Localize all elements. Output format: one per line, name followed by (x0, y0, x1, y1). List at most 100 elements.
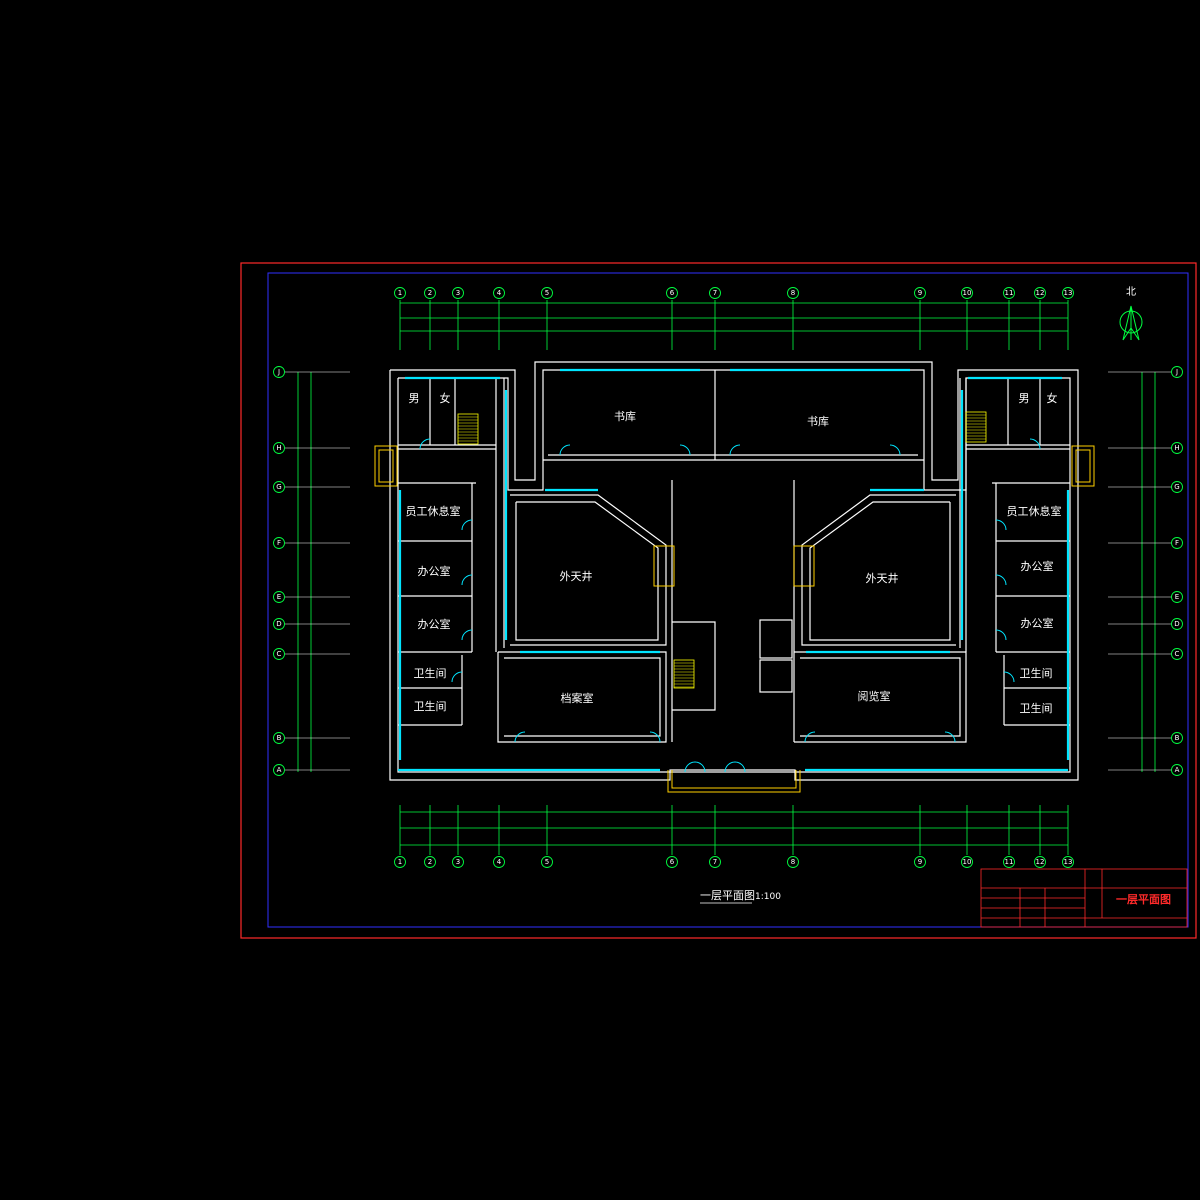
axis-bubble-col-13: 13 (1062, 856, 1074, 868)
room-staff-rest-left: 员工休息室 (406, 504, 461, 518)
axis-bubble-row-A: A (1171, 764, 1183, 776)
room-office-left-1: 办公室 (418, 564, 451, 578)
left-dimension-lines (297, 372, 312, 772)
axis-bubble-col-10: 10 (961, 856, 973, 868)
axis-bubble-col-5: 5 (541, 287, 553, 299)
axis-bubble-col-7: 7 (709, 287, 721, 299)
axis-bubble-col-9: 9 (914, 856, 926, 868)
svg-text:E: E (1175, 593, 1179, 601)
axis-bubble-col-1: 1 (394, 856, 406, 868)
svg-text:7: 7 (713, 289, 717, 297)
north-arrow-icon (1119, 305, 1143, 341)
room-women-right: 女 (1047, 391, 1058, 405)
axis-bubble-row-H: H (1171, 442, 1183, 454)
svg-text:12: 12 (1036, 858, 1045, 866)
svg-text:E: E (277, 593, 281, 601)
sheet-inner-border (267, 272, 1189, 928)
stair-steps (458, 414, 986, 688)
room-office-right-2: 办公室 (1021, 616, 1054, 630)
svg-text:H: H (276, 444, 281, 452)
room-office-right-1: 办公室 (1021, 559, 1054, 573)
svg-text:J: J (277, 368, 280, 376)
axis-bubble-col-5: 5 (541, 856, 553, 868)
room-wc-left-1: 卫生间 (414, 666, 447, 680)
room-wc-right-1: 卫生间 (1020, 666, 1053, 680)
axis-bubble-col-13: 13 (1062, 287, 1074, 299)
axis-bubble-col-10: 10 (961, 287, 973, 299)
svg-text:A: A (1175, 766, 1180, 774)
axis-bubble-col-9: 9 (914, 287, 926, 299)
axis-bubble-row-F: F (1171, 537, 1183, 549)
room-men-right: 男 (1019, 392, 1030, 405)
bottom-dimension-ticks (399, 805, 1069, 855)
axis-bubble-row-H: H (273, 442, 285, 454)
axis-bubble-row-G: G (273, 481, 285, 493)
axis-bubble-col-3: 3 (452, 856, 464, 868)
axis-bubble-col-8: 8 (787, 287, 799, 299)
right-dimension-lines (1141, 372, 1156, 772)
row-axis-bubbles-left: A B C D E F G H J (273, 366, 285, 776)
svg-text:2: 2 (428, 289, 432, 297)
room-wc-left-2: 卫生间 (414, 699, 447, 713)
axis-bubble-row-B: B (1171, 732, 1183, 744)
svg-text:10: 10 (963, 289, 972, 297)
svg-text:3: 3 (456, 858, 460, 866)
axis-bubble-row-J: J (1171, 366, 1183, 378)
axis-bubble-row-F: F (273, 537, 285, 549)
svg-text:11: 11 (1005, 289, 1014, 297)
svg-text:G: G (276, 483, 281, 491)
axis-bubble-row-E: E (273, 591, 285, 603)
svg-text:9: 9 (918, 858, 922, 866)
svg-text:9: 9 (918, 289, 922, 297)
svg-text:11: 11 (1005, 858, 1014, 866)
svg-text:J: J (1175, 368, 1178, 376)
svg-text:D: D (276, 620, 281, 628)
svg-text:4: 4 (497, 858, 502, 866)
axis-bubble-row-C: C (1171, 648, 1183, 660)
room-office-left-2: 办公室 (418, 617, 451, 631)
axis-bubble-col-2: 2 (424, 856, 436, 868)
axis-bubble-row-G: G (1171, 481, 1183, 493)
north-label: 北 (1126, 286, 1136, 298)
windows (398, 368, 1070, 772)
top-dimension-ticks (399, 300, 1069, 350)
room-reading: 阅览室 (858, 689, 891, 703)
door-swings (419, 438, 1041, 773)
axis-bubble-col-12: 12 (1034, 287, 1046, 299)
svg-text:6: 6 (670, 858, 675, 866)
room-women-left: 女 (440, 391, 451, 405)
svg-text:13: 13 (1064, 289, 1073, 297)
axis-bubble-col-12: 12 (1034, 856, 1046, 868)
svg-text:7: 7 (713, 858, 717, 866)
svg-text:H: H (1174, 444, 1179, 452)
svg-text:3: 3 (456, 289, 460, 297)
axis-bubble-col-7: 7 (709, 856, 721, 868)
svg-text:10: 10 (963, 858, 972, 866)
axis-bubble-row-B: B (273, 732, 285, 744)
axis-bubble-col-8: 8 (787, 856, 799, 868)
svg-text:1: 1 (398, 858, 402, 866)
svg-text:A: A (277, 766, 282, 774)
room-archive: 档案室 (561, 691, 594, 705)
svg-text:6: 6 (670, 289, 675, 297)
axis-bubble-col-3: 3 (452, 287, 464, 299)
svg-text:8: 8 (791, 289, 795, 297)
title-block (980, 868, 1188, 928)
room-courtyard-right: 外天井 (866, 571, 899, 585)
bottom-dimension-lines (400, 811, 1068, 846)
room-book-left: 书库 (614, 410, 636, 423)
svg-text:5: 5 (545, 858, 549, 866)
axis-bubble-row-E: E (1171, 591, 1183, 603)
axis-bubble-col-11: 11 (1003, 287, 1015, 299)
axis-bubble-row-A: A (273, 764, 285, 776)
svg-text:13: 13 (1064, 858, 1073, 866)
axis-bubble-col-6: 6 (666, 856, 678, 868)
top-dimension-lines (400, 302, 1068, 332)
svg-text:B: B (1175, 734, 1180, 742)
room-wc-right-2: 卫生间 (1020, 701, 1053, 715)
axis-bubble-row-C: C (273, 648, 285, 660)
